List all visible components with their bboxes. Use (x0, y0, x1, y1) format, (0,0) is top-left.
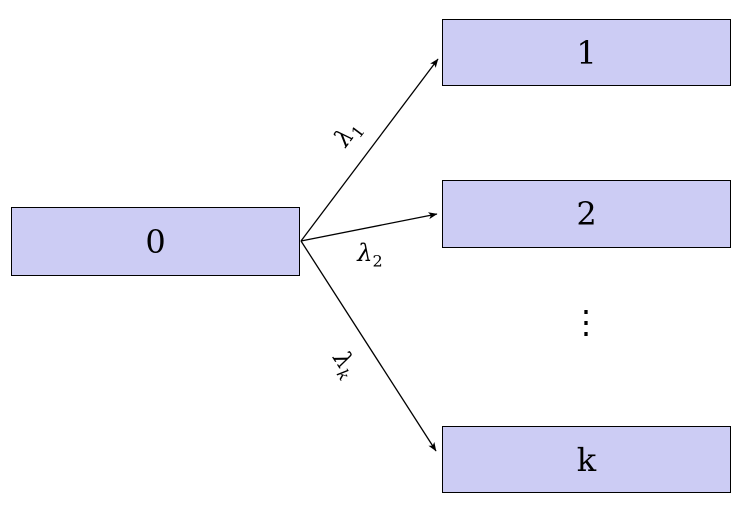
lambda-symbol: λ (357, 239, 373, 267)
state-node-k: k (442, 426, 731, 493)
state-node-1-label: 1 (576, 33, 597, 72)
state-node-1: 1 (442, 19, 731, 86)
state-node-2-label: 2 (576, 195, 597, 233)
state-node-0-label: 0 (145, 222, 166, 261)
arrow-0-to-k (300, 240, 437, 452)
edge-label-lambda-2: λ2 (357, 239, 382, 269)
arrow-0-to-2 (300, 212, 438, 242)
state-node-k-label: k (576, 440, 597, 479)
state-node-2: 2 (442, 180, 731, 248)
lambda-subscript: 2 (372, 251, 383, 271)
arrow-0-to-1 (300, 58, 439, 242)
state-node-0: 0 (11, 207, 300, 276)
vertical-ellipsis: ⋮ (570, 303, 602, 341)
